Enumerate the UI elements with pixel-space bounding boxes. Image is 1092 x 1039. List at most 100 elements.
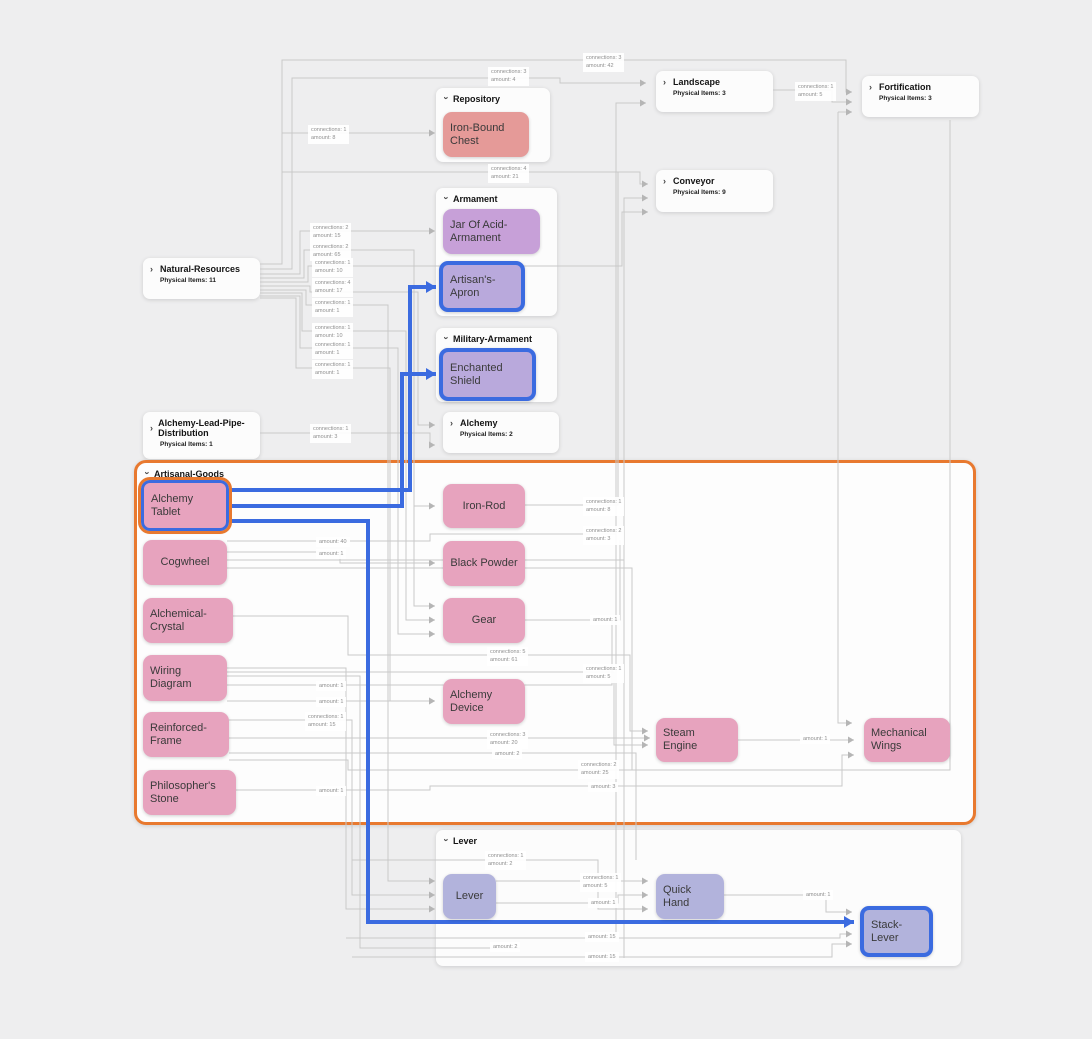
edge-label-line: amount: 21 [491,174,519,181]
edge-label: amount: 15 [585,932,619,943]
edge-label-line: connections: 4 [315,280,351,286]
edge-label-line: amount: 40 [319,539,347,545]
node-iron-bound-chest[interactable]: Iron-Bound Chest [443,112,529,157]
edge-label-line: connections: 1 [315,260,351,266]
arrowhead-icon [429,502,435,510]
chevron-right-icon[interactable]: › [450,417,453,428]
node-label: Iron-Rod [462,499,506,512]
edge-label-line: connections: 1 [315,342,351,348]
edge-label-line: amount: 10 [315,333,343,340]
arrowhead-icon [846,108,852,116]
edge-label: amount: 1 [590,615,621,626]
edge-label-line: connections: 1 [586,666,622,672]
edge-label-line: amount: 5 [586,674,611,681]
node-reinforced-frame[interactable]: Reinforced-Frame [143,712,229,757]
node-label: Stack-Lever [871,918,903,944]
node-label: Gear [471,614,497,627]
edge-label-line: connections: 2 [313,225,349,231]
node-black-powder[interactable]: Black Powder [443,541,525,586]
node-lever[interactable]: Lever [443,874,496,919]
group-header[interactable]: ›Conveyor [656,170,773,188]
edge-label-line: connections: 3 [586,55,622,61]
group-header[interactable]: › Natural-Resources [143,258,260,276]
group-title: Natural-Resources [160,264,241,274]
selected-arrowhead-icon [426,368,436,380]
edge [496,894,648,904]
group-header[interactable]: ›Repository [436,88,550,106]
chevron-right-icon[interactable]: › [150,422,153,433]
node-steam-engine[interactable]: Steam Engine [656,718,738,762]
selected-arrowhead-icon [426,281,436,293]
node-philosopher-s-stone[interactable]: Philosopher's Stone [143,770,236,815]
arrowhead-icon [640,79,646,87]
selected-path-edge [229,285,436,492]
edge-label-line: amount: 42 [586,63,614,70]
node-mechanical-wings[interactable]: Mechanical Wings [864,718,950,762]
chevron-right-icon[interactable]: › [663,76,666,87]
node-gear[interactable]: Gear [443,598,525,643]
edge-label-line: amount: 15 [588,954,616,960]
physical-items-count: Physical Items: 11 [160,277,217,284]
node-alchemy-tablet[interactable]: Alchemy Tablet [138,477,232,534]
node-wiring-diagram[interactable]: Wiring Diagram [143,655,227,701]
group-header[interactable]: ›Military-Armament [436,328,557,346]
edge-label-line: amount: 4 [491,77,516,84]
node-artisan-s-apron[interactable]: Artisan's-Apron [439,261,525,312]
node-iron-rod[interactable]: Iron-Rod [443,484,525,528]
edge-label-line: amount: 1 [319,551,344,557]
node-jar-of-acid-armament[interactable]: Jar Of Acid-Armament [443,209,540,254]
group-header[interactable]: › Landscape [656,71,773,89]
chevron-right-icon[interactable]: › [663,175,666,186]
edge [229,120,951,771]
edge-label-line: amount: 15 [588,934,616,940]
edge-label-line: amount: 3 [586,536,611,543]
selected-path-edge [229,519,854,924]
group-title: Military-Armament [453,334,533,344]
group-header[interactable]: ›Lever [436,830,961,848]
node-label: Quick Hand [663,883,692,909]
group-header[interactable]: › Alchemy [443,412,559,430]
group-header[interactable]: › Fortification [862,76,979,94]
edge [227,559,625,655]
node-quick-hand[interactable]: Quick Hand [656,874,724,919]
edge-label-line: amount: 1 [315,370,340,377]
chevron-right-icon[interactable]: › [150,263,153,274]
group-title: Alchemy [460,418,498,428]
chevron-right-icon[interactable]: › [869,81,872,92]
node-stack-lever[interactable]: Stack-Lever [860,906,933,957]
arrowhead-icon [848,751,854,759]
group-header[interactable]: ›Artisanal-Goods [137,463,973,481]
edge-label-line: amount: 1 [591,900,616,906]
edge-label-line: amount: 3 [313,434,338,441]
group-header[interactable]: ›Armament [436,188,557,206]
node-alchemy-device[interactable]: Alchemy Device [443,679,525,724]
group-title: Landscape [673,77,721,87]
node-cogwheel[interactable]: Cogwheel [143,540,227,585]
edge-label: amount: 1 [800,734,831,745]
arrowhead-icon [642,727,648,735]
node-alchemical-crystal[interactable]: Alchemical-Crystal [143,598,233,643]
arrowhead-icon [429,227,435,235]
arrowhead-icon [846,88,852,96]
edge-label: amount: 1 [588,898,619,909]
physical-items-count: Physical Items: 1 [160,441,213,448]
edge-label-line: amount: 10 [315,268,343,275]
group-title: Fortification [879,82,931,92]
edge-label-line: amount: 8 [311,135,336,142]
arrowhead-icon [429,602,435,610]
edge-label-line: connections: 1 [315,362,351,368]
group-header[interactable]: ›Alchemy-Lead-Pipe-Distribution [143,412,260,440]
node-enchanted-shield[interactable]: Enchanted Shield [439,348,536,401]
arrowhead-icon [640,99,646,107]
edge-label: amount: 1 [316,786,347,797]
edge [227,567,633,770]
